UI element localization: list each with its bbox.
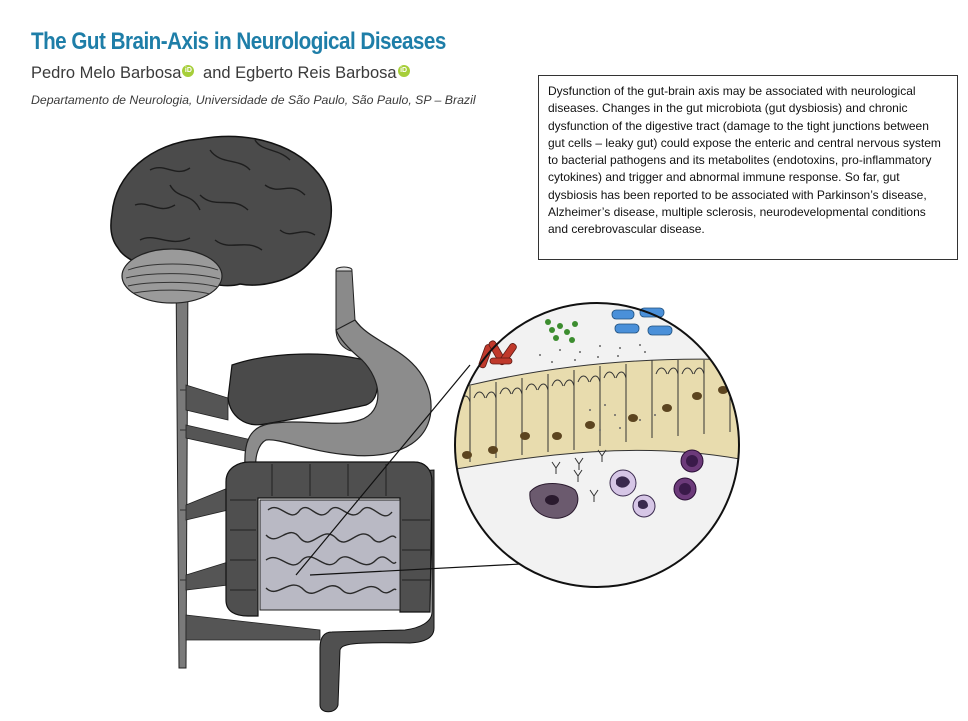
page-title: The Gut Brain-Axis in Neurological Disea… [31, 28, 446, 55]
author-2-name: Egberto Reis Barbosa [235, 64, 397, 82]
orcid-icon[interactable]: iD [397, 64, 410, 77]
liver-icon [227, 353, 378, 426]
affiliation: Departamento de Neurologia, Universidade… [31, 93, 476, 107]
large-intestine-icon [225, 461, 435, 713]
magnifier-circle-icon [454, 302, 740, 588]
immune-cell-icon [529, 449, 704, 519]
orcid-icon[interactable]: iD [182, 64, 195, 77]
author-1-name: Pedro Melo Barbosa [31, 64, 182, 82]
small-intestine-icon [259, 499, 401, 611]
cerebellum-icon [121, 248, 223, 304]
description-box: Dysfunction of the gut-brain axis may be… [538, 75, 958, 260]
author-conjunction: and [203, 64, 231, 82]
bacteria-icon [478, 307, 673, 369]
spinal-cord-icon [175, 269, 321, 669]
